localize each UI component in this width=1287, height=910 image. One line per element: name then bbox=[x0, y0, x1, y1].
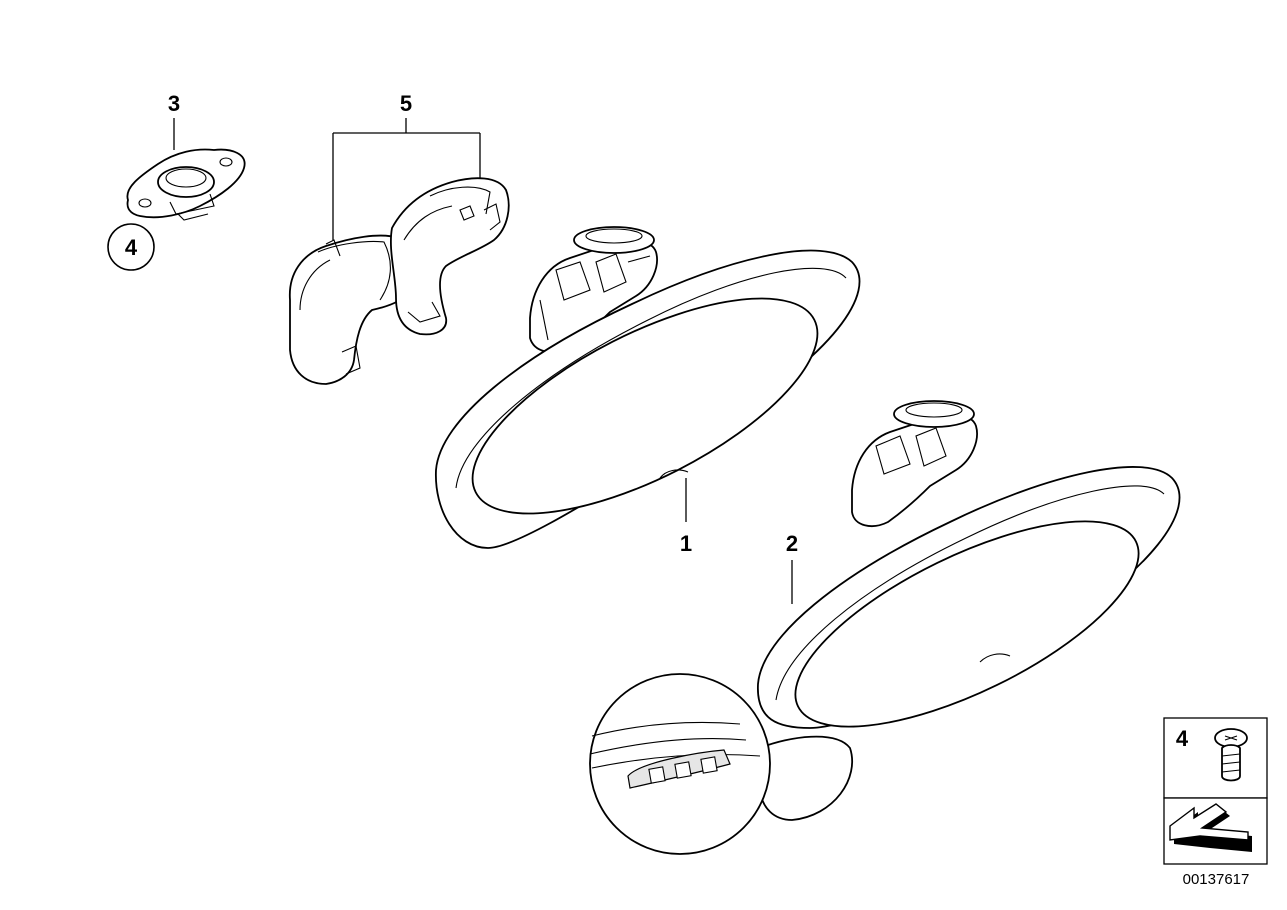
cover-part-5[interactable] bbox=[289, 177, 510, 385]
mirror-part-1[interactable] bbox=[435, 226, 861, 556]
callout-3: 3 bbox=[168, 91, 180, 116]
svg-text:2: 2 bbox=[786, 531, 798, 556]
svg-text:3: 3 bbox=[168, 91, 180, 116]
svg-text:5: 5 bbox=[400, 91, 412, 116]
callout-4-circle: 4 bbox=[107, 223, 155, 271]
callout-1: 1 bbox=[680, 531, 692, 556]
svg-text:4: 4 bbox=[1176, 726, 1189, 751]
callout-4-legend: 4 bbox=[1176, 726, 1189, 751]
callout-2: 2 bbox=[786, 531, 798, 556]
svg-text:4: 4 bbox=[125, 235, 138, 260]
svg-text:00137617: 00137617 bbox=[1183, 871, 1250, 888]
callout-5: 5 bbox=[332, 91, 481, 240]
mirror-part-2[interactable] bbox=[757, 400, 1181, 768]
base-plate-part-3[interactable] bbox=[126, 118, 246, 221]
direction-arrow-icon bbox=[1169, 803, 1252, 852]
image-id: 00137617 bbox=[1183, 871, 1250, 888]
svg-text:1: 1 bbox=[680, 531, 692, 556]
screw-icon bbox=[1214, 728, 1248, 782]
rain-sensor-buttons-icon bbox=[627, 749, 731, 789]
